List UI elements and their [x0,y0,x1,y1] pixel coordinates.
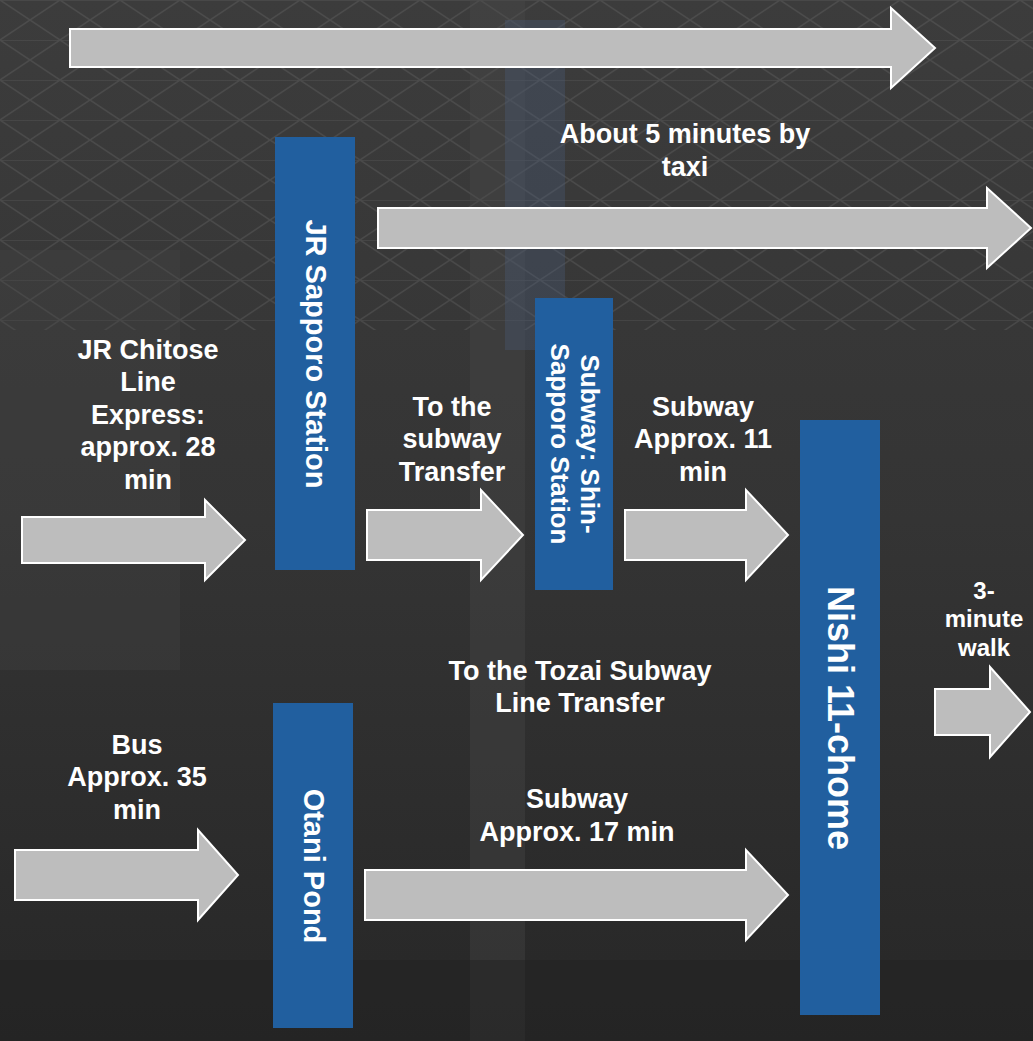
block-arrow [378,188,1031,268]
rotated-text-holder: Nishi 11-chome [819,431,860,1004]
edge-label: Subway Approx. 11 min [633,391,773,488]
rotated-text-holder: Subway: Shin- Sapporo Station [544,309,604,579]
label-holder: To the Tozai Subway Line Transfer [430,655,730,720]
station-name: Otani Pond [296,714,329,1017]
edge-label-holder: Subway Approx. 17 min [475,783,680,848]
label-holder: 3- minute walk [935,577,1033,663]
block-arrow [15,830,238,920]
route-note: Bus Approx. 35 min [67,729,207,826]
block-arrow-connector [365,850,788,940]
route-note: JR Chitose Line Express: approx. 28 min [63,334,233,496]
station-name: JR Sapporo Station [298,148,331,559]
label-holder: Bus Approx. 35 min [67,729,207,826]
route-note: To the Tozai Subway Line Transfer [430,655,730,720]
block-arrow [22,500,245,580]
station-name: Nishi 11-chome [819,431,860,1004]
rotated-text-holder: Otani Pond [296,714,329,1017]
station-box: Subway: Shin- Sapporo Station [535,298,613,590]
station-box: Otani Pond [273,703,353,1028]
label-holder: JR Chitose Line Express: approx. 28 min [63,334,233,496]
edge-label: Subway Approx. 17 min [475,783,680,848]
edge-label-holder: Subway Approx. 11 min [633,391,773,488]
block-arrow-connector [625,490,788,580]
block-arrow [935,667,1030,757]
edge-label: To the subway Transfer [387,391,517,488]
route-note: About 5 minutes by taxi [535,118,835,183]
block-arrow-connector [367,490,523,580]
station-box: JR Sapporo Station [275,137,355,570]
route-note: 3- minute walk [935,577,1033,663]
block-arrow [70,8,935,88]
label-holder: About 5 minutes by taxi [535,118,835,183]
edge-label-holder: To the subway Transfer [387,391,517,488]
rotated-text-holder: JR Sapporo Station [298,148,331,559]
station-box: Nishi 11-chome [800,420,880,1015]
station-name: Subway: Shin- Sapporo Station [544,309,604,579]
